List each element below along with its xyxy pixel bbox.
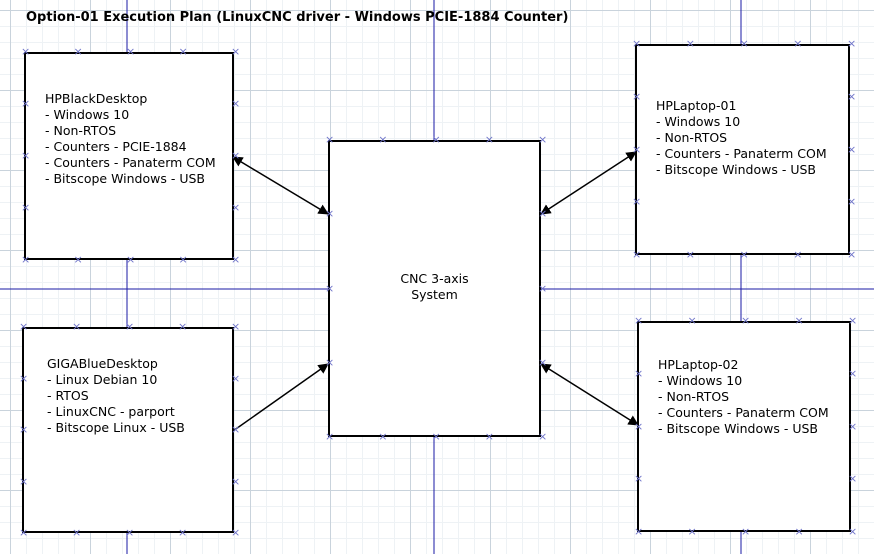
node-spec-line: - Counters - PCIE-1884	[45, 139, 187, 154]
node-hplaptop-01[interactable]: HPLaptop-01 - Windows 10 - Non-RTOS - Co…	[632, 38, 856, 261]
node-spec-line: - Counters - Panaterm COM	[658, 405, 829, 420]
node-spec-line: - Bitscope Windows - USB	[658, 421, 818, 436]
node-spec-line: - Windows 10	[45, 107, 130, 122]
node-spec-line: - Windows 10	[658, 373, 743, 388]
node-name-second-line: System	[411, 287, 458, 302]
node-spec-line: - Bitscope Linux - USB	[47, 420, 185, 435]
node-name: CNC 3-axis	[400, 271, 469, 286]
node-spec-line: - Windows 10	[656, 114, 741, 129]
node-spec-line: - Counters - Panaterm COM	[45, 155, 216, 170]
connector-gigablue-cnc[interactable]	[232, 363, 329, 432]
node-spec-line: - Non-RTOS	[658, 389, 730, 404]
node-name: HPLaptop-02	[658, 357, 739, 372]
diagram-title: Option-01 Execution Plan (LinuxCNC drive…	[26, 10, 569, 25]
node-hplaptop-02[interactable]: HPLaptop-02 - Windows 10 - Non-RTOS - Co…	[634, 315, 857, 538]
node-cnc-system[interactable]: CNC 3-axis System ××××××××××××××××	[325, 134, 547, 443]
node-spec-line: - Non-RTOS	[656, 130, 728, 145]
node-name: HPBlackDesktop	[45, 91, 148, 106]
node-spec-line: - Bitscope Windows - USB	[656, 162, 816, 177]
connector-hplaptop01-cnc[interactable]	[540, 151, 637, 215]
node-spec-line: - Non-RTOS	[45, 123, 117, 138]
node-name: GIGABlueDesktop	[47, 356, 158, 371]
node-spec-line: - Linux Debian 10	[47, 372, 158, 387]
node-spec-line: - RTOS	[47, 388, 89, 403]
connector-hplaptop02-cnc[interactable]	[540, 363, 639, 426]
node-gigabluedesktop[interactable]: GIGABlueDesktop - Linux Debian 10 - RTOS…	[19, 321, 240, 539]
node-name: HPLaptop-01	[656, 98, 737, 113]
node-spec-line: - Counters - Panaterm COM	[656, 146, 827, 161]
connector-hpblack-cnc[interactable]	[232, 156, 329, 215]
node-spec-line: - LinuxCNC - parport	[47, 404, 175, 419]
node-hpblackdesktop[interactable]: HPBlackDesktop - Windows 10 - Non-RTOS -…	[21, 46, 240, 266]
node-spec-line: - Bitscope Windows - USB	[45, 171, 205, 186]
